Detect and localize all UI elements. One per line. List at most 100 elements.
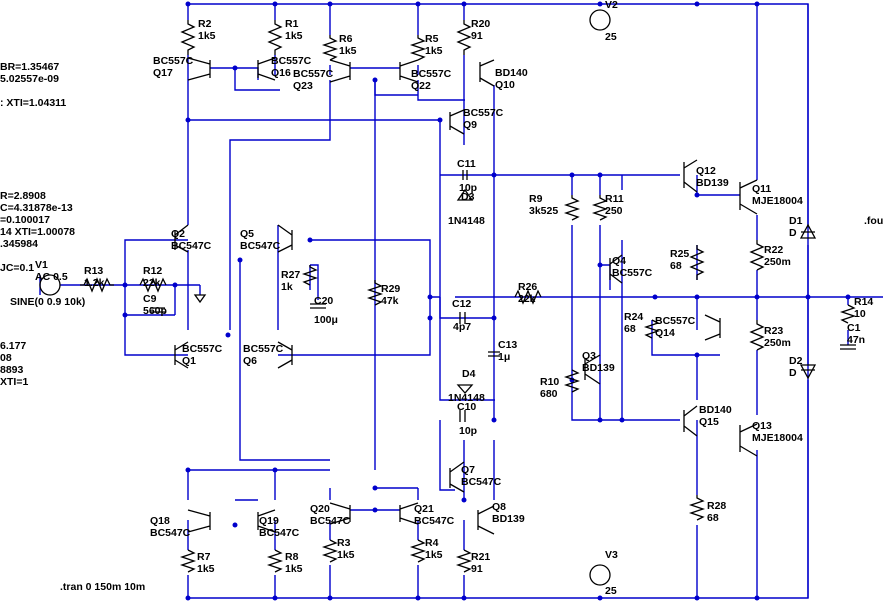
transistors[interactable]	[174, 57, 758, 535]
label-c20: C20	[314, 295, 333, 307]
label-m1: : XTI=1.04311	[0, 97, 66, 109]
label-q3: Q3	[582, 350, 596, 362]
label-q13: MJE18004	[752, 432, 803, 444]
label-r8: R8	[285, 551, 299, 563]
label-q11: Q11	[752, 183, 771, 195]
label-m2: .345984	[0, 238, 38, 250]
label-m1: BR=1.35467	[0, 61, 59, 73]
label-r12: 22k	[143, 277, 161, 289]
label-r21: R21	[471, 551, 490, 563]
label-c20v: 100μ	[314, 314, 338, 326]
label-r22: R22	[764, 244, 783, 256]
label-v1: AC 0.5	[35, 271, 68, 283]
label-r2: 1k5	[198, 30, 216, 42]
label-v3v: 25	[605, 585, 617, 597]
label-q1: Q1	[182, 355, 196, 367]
label-r11: 250	[605, 205, 623, 217]
label-c1: 47n	[847, 334, 865, 346]
label-c11v: 10p	[459, 182, 477, 194]
label-q20: BC547C	[310, 515, 351, 527]
label-q2: BC547C	[171, 240, 212, 252]
label-q22: BC557C	[411, 68, 452, 80]
label-c11: C11	[457, 158, 476, 170]
label-m3: 6.177	[0, 340, 26, 352]
label-r6: R6	[339, 33, 353, 45]
label-q18: Q18	[150, 515, 170, 527]
label-q10: Q10	[495, 79, 515, 91]
label-m3: XTI=1	[0, 376, 28, 388]
resistors[interactable]	[80, 20, 857, 573]
label-r9: R9	[529, 193, 543, 205]
label-c12v: 4p7	[453, 321, 471, 333]
label-d2: D2	[789, 355, 803, 367]
label-q4: Q4	[612, 255, 626, 267]
label-m3: 8893	[0, 364, 24, 376]
label-q12: BD139	[696, 177, 729, 189]
label-r8: 1k5	[285, 563, 303, 575]
label-q3: BD139	[582, 362, 615, 374]
label-q1: BC557C	[182, 343, 223, 355]
label-q15: BD140	[699, 404, 732, 416]
label-v1: V1	[35, 259, 48, 271]
label-q19: BC547C	[259, 527, 300, 539]
label-q19: Q19	[259, 515, 279, 527]
label-q9: BC557C	[463, 107, 504, 119]
label-c10v: 10p	[459, 425, 477, 437]
label-r2: R2	[198, 18, 212, 30]
label-r7: 1k5	[197, 563, 215, 575]
label-q14: Q14	[655, 327, 675, 339]
label-c10: C10	[457, 401, 476, 413]
label-q16: BC557C	[271, 55, 312, 67]
label-m3: 08	[0, 352, 12, 364]
label-c13: C13	[498, 339, 517, 351]
label-r6: 1k5	[339, 45, 357, 57]
label-r7: R7	[197, 551, 211, 563]
label-m1: 5.02557e-09	[0, 73, 59, 85]
passives[interactable]	[39, 9, 856, 586]
label-r24: R24	[624, 311, 643, 323]
label-r27: R27	[281, 269, 300, 281]
label-c9: 560p	[143, 305, 167, 317]
label-c1: C1	[847, 322, 861, 334]
label-r22: 250m	[764, 256, 791, 268]
label-r10: 680	[540, 388, 558, 400]
label-r20: 91	[471, 30, 483, 42]
label-d3v: 1N4148	[448, 215, 485, 227]
label-q23: Q23	[293, 80, 313, 92]
label-r26: 22k	[518, 293, 536, 305]
label-r21: 91	[471, 563, 483, 575]
label-c13: 1μ	[498, 351, 510, 363]
label-r11: R11	[605, 193, 624, 205]
label-q17: BC557C	[153, 55, 194, 67]
label-q9: Q9	[463, 119, 477, 131]
label-r27: 1k	[281, 281, 293, 293]
label-d4v: 1N4148	[448, 392, 485, 404]
label-r28: 68	[707, 512, 719, 524]
label-q23: BC557C	[293, 68, 334, 80]
label-d1: D	[789, 227, 797, 239]
label-d4: D4	[462, 368, 476, 380]
label-r14: 10	[854, 308, 866, 320]
label-q2: Q2	[171, 228, 185, 240]
label-r23: 250m	[764, 337, 791, 349]
label-r3: R3	[337, 537, 351, 549]
label-q18: BC547C	[150, 527, 191, 539]
label-r13: 1.2k	[84, 277, 105, 289]
label-v1s: SINE(0 0.9 10k)	[10, 296, 85, 308]
label-r10: R10	[540, 376, 559, 388]
label-r4: R4	[425, 537, 439, 549]
label-v3: V3	[605, 549, 618, 561]
label-d2: D	[789, 367, 797, 379]
label-q10: BD140	[495, 67, 528, 79]
label-m2: =0.100017	[0, 214, 50, 226]
label-tran: .tran 0 150m 10m	[60, 581, 145, 593]
label-m2: 14 XTI=1.00078	[0, 226, 75, 238]
label-r20: R20	[471, 18, 490, 30]
label-q17: Q17	[153, 67, 173, 79]
label-r28: R28	[707, 500, 726, 512]
label-c9: C9	[143, 293, 157, 305]
label-d1: D1	[789, 215, 803, 227]
